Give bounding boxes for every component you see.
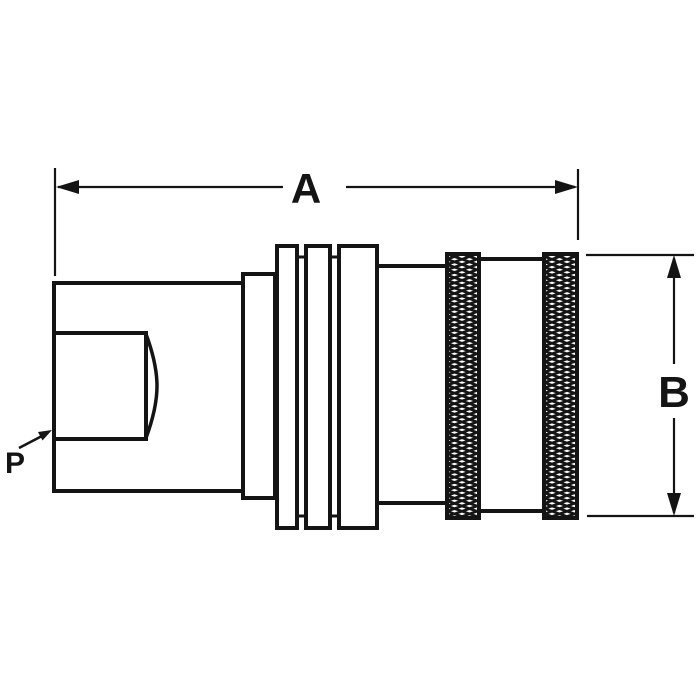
barrel bbox=[375, 264, 449, 505]
port-label: P bbox=[5, 447, 25, 480]
dim-b-arrow-down-icon bbox=[667, 493, 681, 516]
port-callout: P bbox=[5, 430, 52, 480]
dim-b-label: B bbox=[658, 368, 690, 417]
coupling-body bbox=[52, 244, 579, 530]
sleeve-mid bbox=[477, 257, 546, 513]
collar bbox=[241, 272, 277, 500]
dim-a-label: A bbox=[291, 165, 321, 212]
port-arrow-icon bbox=[38, 430, 52, 441]
knurled-band-2 bbox=[542, 252, 579, 520]
rib-2 bbox=[304, 244, 332, 530]
rib-3 bbox=[337, 244, 379, 530]
knurled-band-1 bbox=[445, 252, 481, 520]
dimension-b: B bbox=[586, 253, 694, 518]
rib-1 bbox=[275, 244, 299, 530]
port-cavity bbox=[52, 331, 148, 441]
dim-b-arrow-up-icon bbox=[667, 255, 681, 278]
port-leader-line bbox=[18, 435, 42, 450]
dimension-a: A bbox=[53, 165, 580, 276]
port-cone bbox=[144, 333, 159, 439]
rib-grooves bbox=[295, 255, 341, 518]
dim-a-arrow-right-icon bbox=[555, 180, 578, 194]
dim-a-arrow-left-icon bbox=[56, 180, 79, 194]
